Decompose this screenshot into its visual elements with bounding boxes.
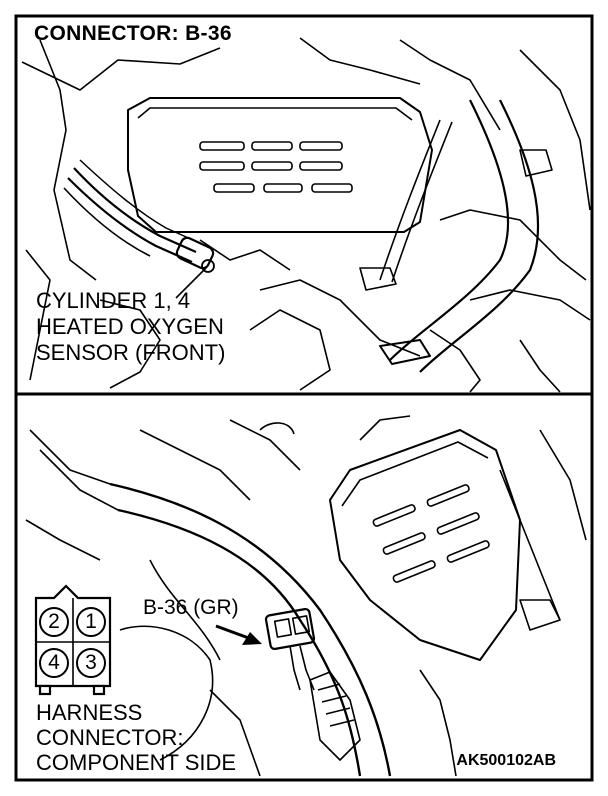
outer-border [14,14,594,782]
top-engine-illustration [21,37,591,393]
sensor-callout-line-2: HEATED OXYGEN [36,314,224,339]
pin-3: 3 [76,648,106,678]
harness-label-line-1: HARNESS [36,700,143,725]
sensor-callout-line-1: CYLINDER 1, 4 [36,288,191,313]
page-title: CONNECTOR: B-36 [34,22,232,45]
sensor-callout-line-3: SENSOR (FRONT) [36,340,226,365]
pin-4: 4 [39,648,69,678]
pin-1: 1 [76,607,106,637]
pin-2: 2 [39,607,69,637]
connector-arrow [215,624,262,645]
connector-label: B-36 (GR) [143,596,239,619]
bottom-engine-illustration [25,415,587,777]
harness-connector-face [34,584,112,696]
harness-label-line-2: CONNECTOR: [36,725,184,750]
sensor-leader-line [175,267,207,299]
figure-code: AK500102AB [456,752,556,769]
harness-label-line-3: COMPONENT SIDE [36,750,237,775]
